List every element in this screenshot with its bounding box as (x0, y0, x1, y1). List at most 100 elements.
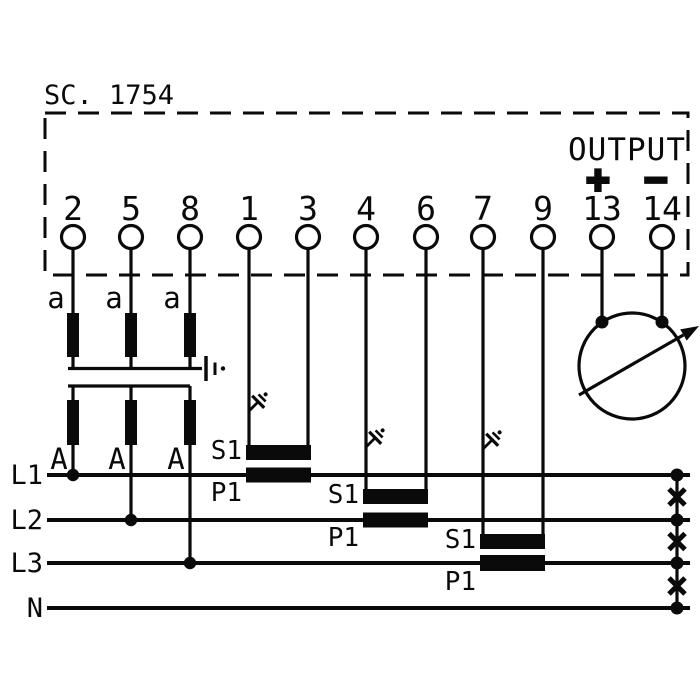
ground-bar-long (251, 394, 266, 409)
terminal-3-circle (294, 223, 322, 251)
junction-dot (670, 468, 684, 482)
vt-primary-winding-2 (125, 313, 137, 357)
x-stroke (667, 576, 687, 596)
terminal-5-number: 5 (121, 189, 141, 228)
current-transformer-L2: S1 P1 (328, 428, 428, 553)
terminal-4-circle (352, 223, 380, 251)
junction-dot (670, 556, 684, 570)
terminal-3-number: 3 (298, 189, 318, 228)
ct2-primary-label: P1 (328, 523, 359, 553)
x-link-icon (667, 487, 687, 507)
terminal-6-circle (412, 223, 440, 251)
ground-stub (248, 400, 260, 412)
terminal-8: 8 (176, 189, 204, 314)
voltage-transformer: a a a A A A (47, 281, 226, 570)
vt-primary-winding-3 (184, 313, 196, 357)
earth-ground-icon (482, 430, 502, 450)
junction-dot (670, 601, 684, 615)
x-link-icon (667, 576, 687, 596)
terminal-8-circle (176, 223, 204, 251)
right-interlink (667, 468, 687, 615)
vt-secondary-winding-3 (184, 400, 196, 445)
terminal-9-number: 9 (533, 189, 553, 228)
plus-polarity-label: + (587, 157, 610, 201)
x-stroke (667, 531, 687, 552)
earth-ground-icon (365, 428, 385, 448)
terminal-13-number: 13 (582, 189, 622, 228)
current-transformer-L3: S1 P1 (445, 430, 545, 597)
terminal-9: 9 (529, 189, 557, 541)
meter-terminal-dot-14 (655, 315, 669, 329)
terminal-8-number: 8 (180, 189, 200, 228)
ct1-secondary-label: S1 (211, 436, 242, 466)
ct1-secondary-bar (246, 445, 311, 460)
ct2-secondary-label: S1 (328, 480, 359, 510)
terminal-2: 2 (59, 189, 87, 314)
ground-dot (263, 392, 268, 397)
earth-ground-icon (248, 392, 268, 412)
ct2-secondary-bar (363, 489, 428, 504)
vt-secondary-label-2: A (108, 442, 125, 476)
terminal-4: 4 (352, 189, 380, 496)
power-lines: L1 L2 L3 N (10, 460, 690, 624)
ground-dot (380, 428, 385, 433)
terminal-5: 5 (117, 189, 145, 314)
meter-adjust-arrow-shaft (578, 333, 685, 397)
terminal-2-circle (59, 223, 87, 251)
vt-primary-label-3: a (163, 281, 180, 315)
junction-dot (670, 513, 684, 527)
x-stroke (667, 487, 687, 507)
ground-bar-long (368, 430, 383, 445)
terminal-2-number: 2 (63, 189, 83, 228)
terminal-1-number: 1 (239, 189, 259, 228)
ground-stub (482, 438, 494, 450)
adjustable-meter-icon (577, 311, 699, 421)
line-L3-label: L3 (10, 548, 43, 579)
terminal-14-circle (648, 223, 676, 251)
vt-secondary-label-1: A (50, 442, 67, 476)
meter-adjust-arrow-head (680, 326, 699, 341)
ground-stub (365, 436, 377, 448)
terminal-14: 14 (642, 189, 682, 321)
terminal-6: 6 (412, 189, 440, 496)
vt-secondary-winding-2 (125, 400, 137, 445)
ct3-secondary-bar (480, 534, 545, 549)
terminal-13-circle (588, 223, 616, 251)
ct3-secondary-label: S1 (445, 525, 476, 555)
terminal-3: 3 (294, 189, 322, 452)
ground-dot (497, 430, 502, 435)
terminal-1: 1 (235, 189, 263, 452)
x-link-icon (667, 531, 687, 552)
ground-bar-short (257, 393, 267, 403)
terminal-4-number: 4 (356, 189, 376, 228)
line-N-label: N (27, 593, 43, 624)
vt-secondary-label-3: A (167, 442, 184, 476)
line-L1-label: L1 (10, 460, 43, 491)
terminal-5-circle (117, 223, 145, 251)
terminal-7-number: 7 (473, 189, 493, 228)
terminal-6-number: 6 (416, 189, 436, 228)
current-transformer-L1: S1 P1 (211, 392, 311, 508)
output-label: OUTPUT (568, 132, 686, 168)
vt-primary-winding-1 (67, 313, 79, 357)
ct3-primary-label: P1 (445, 567, 476, 597)
terminal-7-circle (469, 223, 497, 251)
ground-dot (220, 366, 226, 371)
ct1-primary-label: P1 (211, 478, 242, 508)
ground-bar-long (485, 432, 500, 447)
vt-primary-label-2: a (105, 281, 122, 315)
vt-primary-label-1: a (47, 281, 64, 315)
device-title: SC. 1754 (44, 80, 174, 111)
minus-polarity-label: − (645, 157, 668, 201)
line-L2-label: L2 (10, 505, 43, 536)
vt-secondary-winding-1 (67, 400, 79, 445)
ground-bar-short (374, 429, 384, 439)
terminal-1-circle (235, 223, 263, 251)
terminal-13: 13 (582, 189, 622, 321)
terminal-7: 7 (469, 189, 497, 541)
ground-bar-short (491, 431, 501, 441)
earth-ground-icon (204, 356, 226, 381)
meter-terminal-dot-13 (595, 315, 609, 329)
terminal-9-circle (529, 223, 557, 251)
